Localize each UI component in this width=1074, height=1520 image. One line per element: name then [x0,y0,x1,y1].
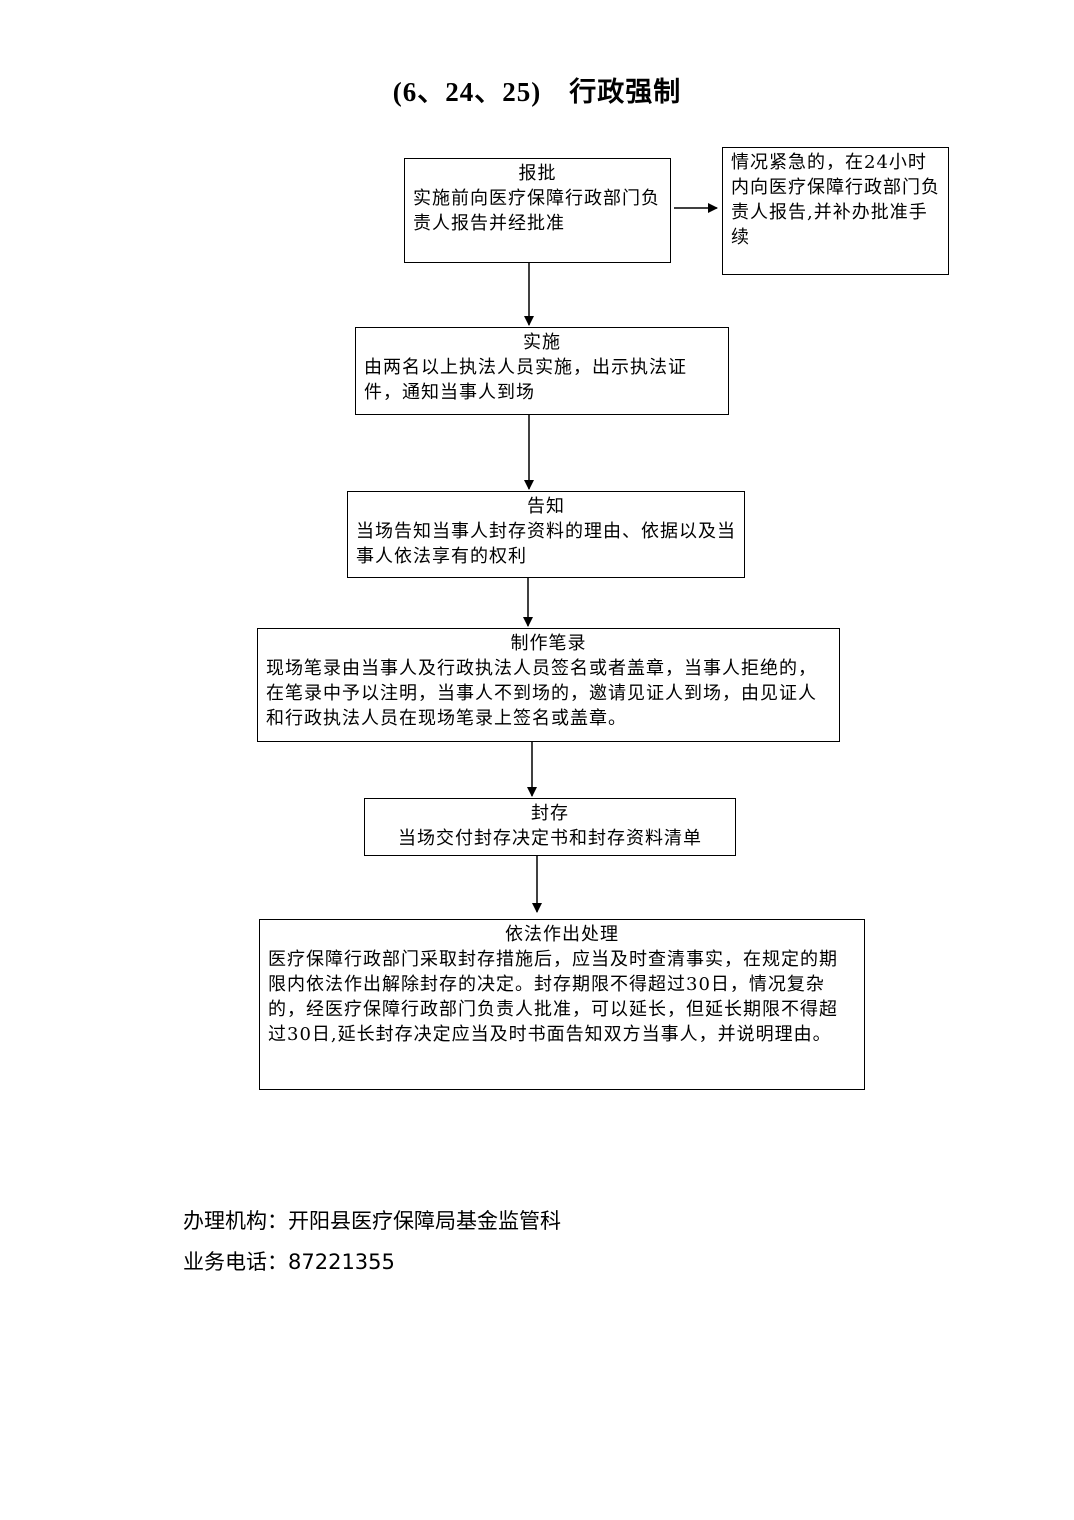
step-handle-body: 医疗保障行政部门采取封存措施后，应当及时查清事实，在规定的期限内依法作出解除封存… [268,949,838,1045]
step-seal-body: 当场交付封存决定书和封存资料清单 [398,828,702,849]
step-handle-box: 依法作出处理 医疗保障行政部门采取封存措施后，应当及时查清事实，在规定的期限内依… [259,919,865,1090]
step-implement-box: 实施 由两名以上执法人员实施，出示执法证件，通知当事人到场 [355,327,729,415]
step-implement-heading: 实施 [523,332,561,353]
page-title: (6、24、25) 行政强制 [392,77,682,107]
urgent-note-text: 情况紧急的，在24小时内向医疗保障行政部门负责人报告,并补办批准手续 [731,152,940,248]
step-record-body: 现场笔录由当事人及行政执法人员签名或者盖章，当事人拒绝的，在笔录中予以注明，当事… [266,658,817,729]
step-approval-heading: 报批 [518,163,557,184]
footer-phone: 业务电话：87221355 [183,1250,395,1274]
step-record-box: 制作笔录 现场笔录由当事人及行政执法人员签名或者盖章，当事人拒绝的，在笔录中予以… [257,628,840,742]
step-notify-heading: 告知 [527,496,565,517]
step-notify-body: 当场告知当事人封存资料的理由、依据以及当事人依法享有的权利 [356,521,736,567]
step-seal-box: 封存 当场交付封存决定书和封存资料清单 [364,798,736,856]
step-approval-box: 报批 实施前向医疗保障行政部门负责人报告并经批准 [404,158,671,263]
step-implement-body: 由两名以上执法人员实施，出示执法证件，通知当事人到场 [364,357,687,403]
step-seal-heading: 封存 [531,803,569,824]
step-approval-body: 实施前向医疗保障行政部门负责人报告并经批准 [413,188,660,234]
footer-agency: 办理机构：开阳县医疗保障局基金监管科 [183,1209,561,1233]
step-notify-box: 告知 当场告知当事人封存资料的理由、依据以及当事人依法享有的权利 [347,491,745,578]
step-handle-heading: 依法作出处理 [505,924,619,945]
urgent-note-box: 情况紧急的，在24小时内向医疗保障行政部门负责人报告,并补办批准手续 [722,147,949,275]
step-record-heading: 制作笔录 [510,633,587,654]
